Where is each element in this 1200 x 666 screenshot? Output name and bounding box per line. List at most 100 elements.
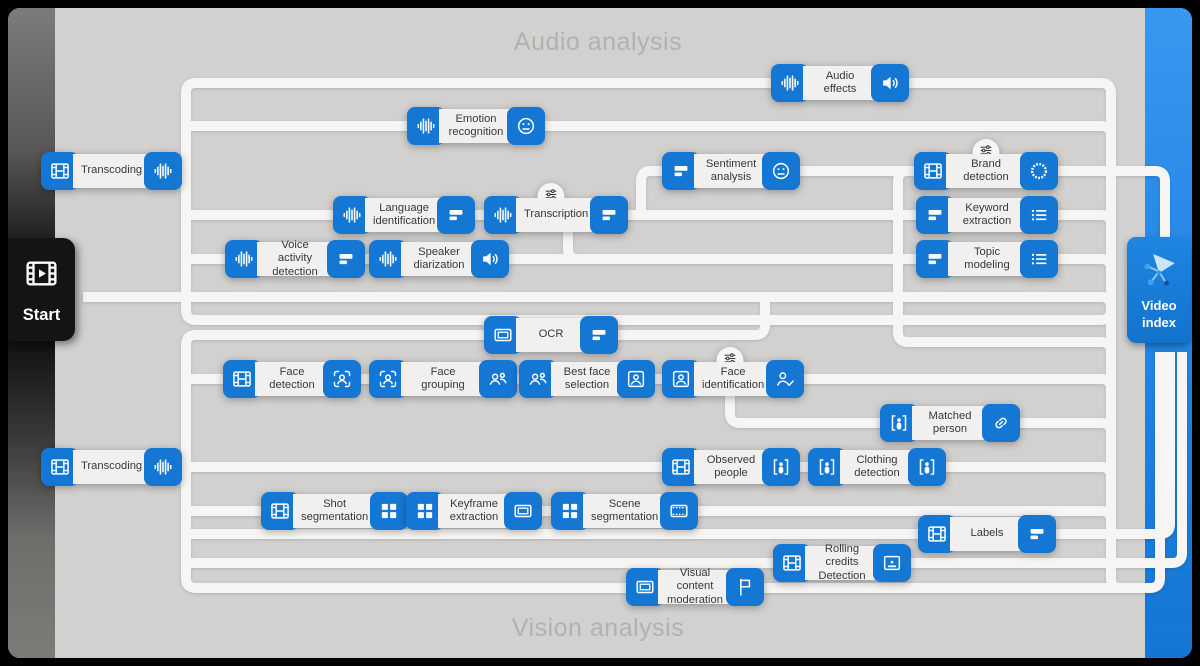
node-face-identification: Face identification	[662, 347, 805, 398]
node-brand-detection: Brand detection	[914, 139, 1058, 190]
node-label: Keyframe extraction	[438, 494, 510, 528]
person-bracket-icon	[808, 448, 846, 486]
start-label: Start	[22, 305, 61, 324]
node-sentiment-analysis: Sentiment analysis	[662, 152, 800, 190]
flag-icon	[726, 568, 764, 606]
node-rolling-credits: Rolling credits Detection	[773, 543, 911, 582]
node-label: Matched person	[912, 406, 988, 440]
vision-analysis-title: Vision analysis	[511, 614, 685, 642]
node-visual-content-moderation: Visual content moderation	[626, 567, 764, 606]
transcript-icon	[916, 240, 954, 278]
node-label: Labels	[950, 517, 1024, 551]
person-bracket-icon	[908, 448, 946, 486]
film-icon	[261, 492, 299, 530]
node-transcription: Transcription	[484, 183, 629, 234]
waveform-icon	[333, 196, 371, 234]
node-label: Face grouping	[401, 362, 485, 396]
node-observed-people: Observed people	[662, 448, 800, 486]
diagram-canvas: Audio analysis Vision analysis Transcodi…	[8, 8, 1192, 658]
node-topic-modeling: Topic modeling	[916, 240, 1058, 278]
person-bracket-icon	[880, 404, 918, 442]
portrait-icon	[662, 360, 700, 398]
connector	[1056, 210, 1116, 234]
credits-icon	[873, 544, 911, 582]
sliders-icon	[543, 186, 560, 208]
node-label: Face identification	[694, 362, 773, 396]
video-index-node: Video index	[1127, 237, 1191, 343]
face-scan-icon	[369, 360, 407, 398]
connector	[186, 374, 1116, 398]
waveform-icon	[225, 240, 263, 278]
film-icon	[773, 544, 811, 582]
node-label: Observed people	[694, 450, 768, 484]
film-icon	[223, 360, 261, 398]
waveform-icon	[484, 196, 522, 234]
film-icon	[41, 448, 79, 486]
transcript-icon	[916, 196, 954, 234]
node-label: Transcoding	[73, 450, 151, 484]
node-keyword-extraction: Keyword extraction	[916, 196, 1058, 234]
connector	[725, 396, 884, 428]
start-video-icon	[23, 255, 60, 297]
connector	[181, 330, 1165, 593]
transcript-icon	[662, 152, 700, 190]
node-label: Emotion recognition	[439, 109, 513, 143]
connector	[1054, 352, 1175, 539]
node-label: Face detection	[255, 362, 329, 396]
node-label: Shot segmentation	[293, 494, 377, 528]
film-icon	[662, 448, 700, 486]
node-label: Audio effects	[803, 66, 877, 100]
node-clothing-detection: Clothing detection	[808, 448, 946, 486]
seal-icon	[1020, 152, 1058, 190]
node-label: Transcription	[516, 198, 597, 232]
node-language-identification: Language identification	[333, 196, 476, 234]
node-transcoding-1: Transcoding	[41, 152, 183, 190]
smiley-icon	[507, 107, 545, 145]
face-scan-icon	[323, 360, 361, 398]
video-index-label: Video index	[1141, 298, 1177, 330]
node-labels: Labels	[918, 515, 1056, 553]
waveform-icon	[144, 448, 183, 486]
node-speaker-diarization: Speaker diarization	[369, 240, 509, 278]
connector-lines	[83, 78, 1187, 593]
people-icon	[479, 360, 517, 398]
node-label: Topic modeling	[948, 242, 1026, 276]
start-node: Start	[8, 238, 75, 341]
node-keyframe-extraction: Keyframe extraction	[406, 492, 542, 530]
list-icon	[1020, 196, 1058, 234]
video-index-icon	[1138, 249, 1180, 294]
node-best-face-selection: Best face selection	[519, 360, 655, 398]
waveform-icon	[369, 240, 407, 278]
portrait-icon	[617, 360, 655, 398]
node-label: Best face selection	[551, 362, 623, 396]
screen-icon	[484, 316, 522, 354]
node-ocr: OCR	[484, 316, 618, 354]
node-label: Visual content moderation	[658, 567, 732, 606]
node-emotion-recognition: Emotion recognition	[407, 107, 545, 145]
film-icon	[918, 515, 956, 553]
link-icon	[982, 404, 1020, 442]
transcript-icon	[580, 316, 618, 354]
connector	[1056, 254, 1116, 278]
node-label: Rolling credits Detection	[805, 543, 879, 582]
node-label: Scene segmentation	[583, 494, 667, 528]
node-transcoding-2: Transcoding	[41, 448, 183, 486]
transcript-icon	[1018, 515, 1056, 553]
transcript-icon	[437, 196, 476, 234]
connector	[1018, 418, 1116, 442]
connector	[186, 121, 1116, 148]
speaker-icon	[471, 240, 509, 278]
connector	[893, 166, 1116, 360]
node-label: OCR	[516, 318, 586, 352]
person-check-icon	[766, 360, 805, 398]
waveform-icon	[144, 152, 183, 190]
screen-icon	[626, 568, 664, 606]
people-icon	[519, 360, 557, 398]
node-label: Clothing detection	[840, 450, 914, 484]
sliders-icon	[978, 142, 995, 164]
connector	[563, 232, 588, 264]
audio-analysis-title: Audio analysis	[513, 28, 683, 56]
node-voice-activity-detection: Voice activity detection	[225, 239, 365, 278]
speaker-icon	[871, 64, 909, 102]
node-label: Language identification	[365, 198, 444, 232]
